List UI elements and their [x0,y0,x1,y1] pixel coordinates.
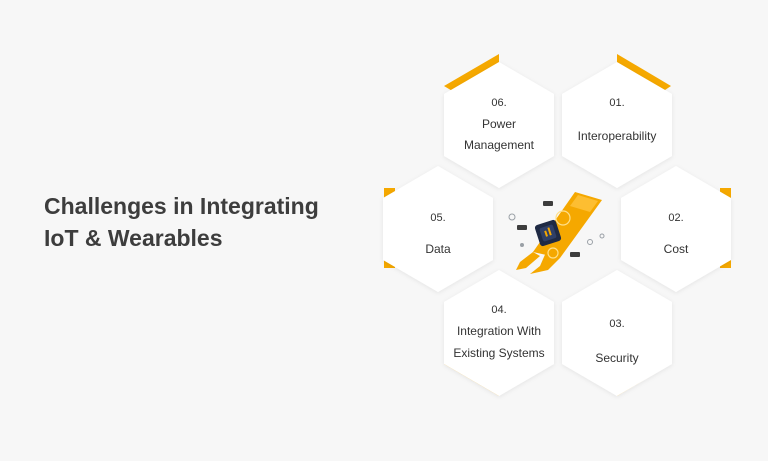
smartwatch-icon [508,192,605,274]
challenge-number: 04. [491,304,506,316]
challenge-hex-03: 03. Security [562,270,672,396]
accent-bar [444,54,499,92]
challenge-number: 05. [430,212,445,224]
challenge-label: Interoperability [578,129,657,143]
challenge-label: Integration With [457,324,541,338]
challenge-number: 03. [609,318,624,330]
challenge-hex-01: 01. Interoperability [562,54,672,188]
challenge-number: 02. [668,212,683,224]
challenge-number: 06. [491,97,506,109]
challenge-label: Security [595,351,638,365]
challenge-hex-05: 05. Data [383,166,493,292]
challenge-label: Cost [664,242,689,256]
diagram-title: Challenges in Integrating IoT & Wearable… [44,190,374,254]
challenge-label: Power [482,117,516,131]
challenge-label: Management [464,138,535,152]
challenge-label: Data [425,242,451,256]
challenge-hex-06: 06. Power Management [444,54,554,188]
title-line-1: Challenges in Integrating [44,193,319,219]
challenge-hex-04: 04. Integration With Existing Systems [444,270,554,396]
title-line-2: IoT & Wearables [44,225,223,251]
challenge-hex-02: 02. Cost [621,166,731,292]
challenge-label: Existing Systems [453,346,544,360]
accent-bar [617,54,671,92]
challenge-number: 01. [609,97,624,109]
